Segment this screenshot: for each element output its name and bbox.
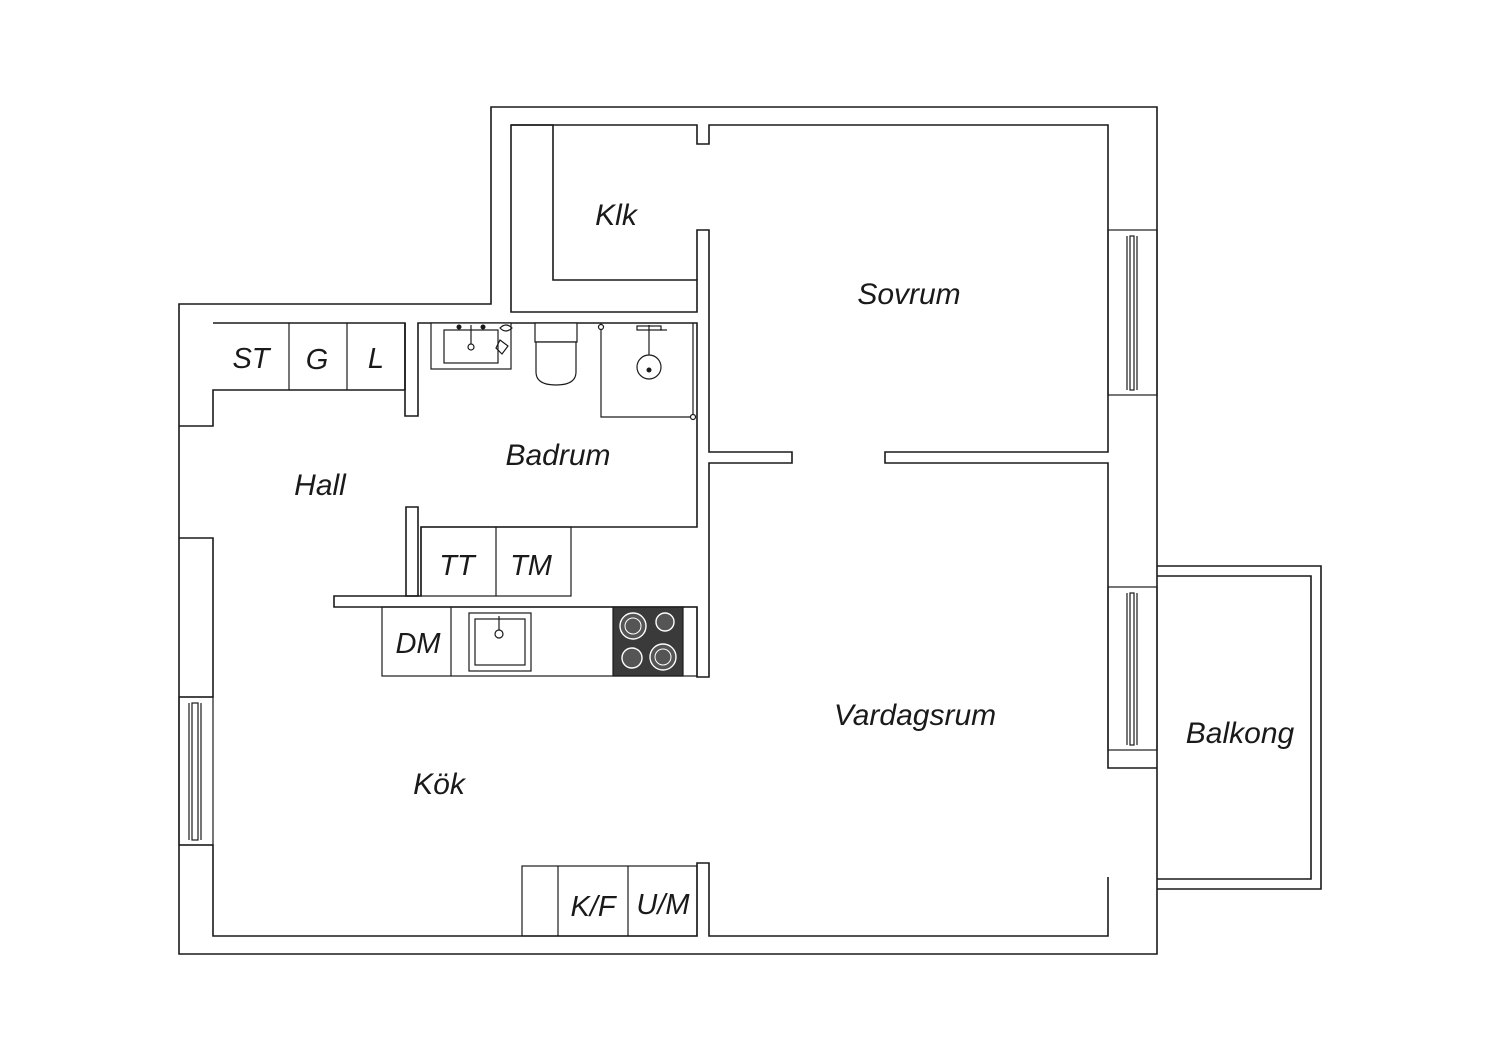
fridge-freezer-cabinets bbox=[521, 865, 698, 937]
room-label-vardagsrum: Vardagsrum bbox=[834, 699, 996, 732]
cabinet-label-tm: TM bbox=[510, 550, 553, 582]
toilet-icon bbox=[534, 322, 578, 386]
cabinet-label-kf: K/F bbox=[570, 891, 617, 923]
room-label-kok: Kök bbox=[413, 768, 467, 801]
cabinet-label-dm: DM bbox=[395, 628, 441, 660]
tt-tm-cabinets bbox=[420, 526, 572, 597]
stove-icon bbox=[612, 606, 684, 677]
kitchen-sink-icon bbox=[468, 612, 532, 672]
cabinet-label-g: G bbox=[306, 344, 329, 376]
cabinet-label-um: U/M bbox=[636, 889, 690, 921]
room-label-badrum: Badrum bbox=[505, 439, 610, 472]
partitions bbox=[213, 322, 419, 597]
washbasin-icon bbox=[430, 322, 513, 370]
window-icon bbox=[178, 696, 214, 846]
cabinet-label-st: ST bbox=[232, 343, 271, 375]
balcony bbox=[1157, 565, 1322, 890]
room-label-hall: Hall bbox=[294, 469, 347, 502]
hall-wardrobes bbox=[288, 323, 348, 390]
cabinet-label-l: L bbox=[368, 343, 384, 375]
room-label-klk: Klk bbox=[595, 199, 639, 232]
shower-icon bbox=[597, 323, 697, 421]
room-label-sovrum: Sovrum bbox=[857, 278, 960, 311]
kitchen-counter bbox=[381, 606, 698, 677]
outer-walls bbox=[178, 106, 1158, 955]
room-label-balkong: Balkong bbox=[1186, 717, 1295, 750]
window-icon bbox=[1107, 229, 1158, 396]
window-icon bbox=[1107, 586, 1158, 751]
cabinet-label-tt: TT bbox=[439, 550, 477, 582]
